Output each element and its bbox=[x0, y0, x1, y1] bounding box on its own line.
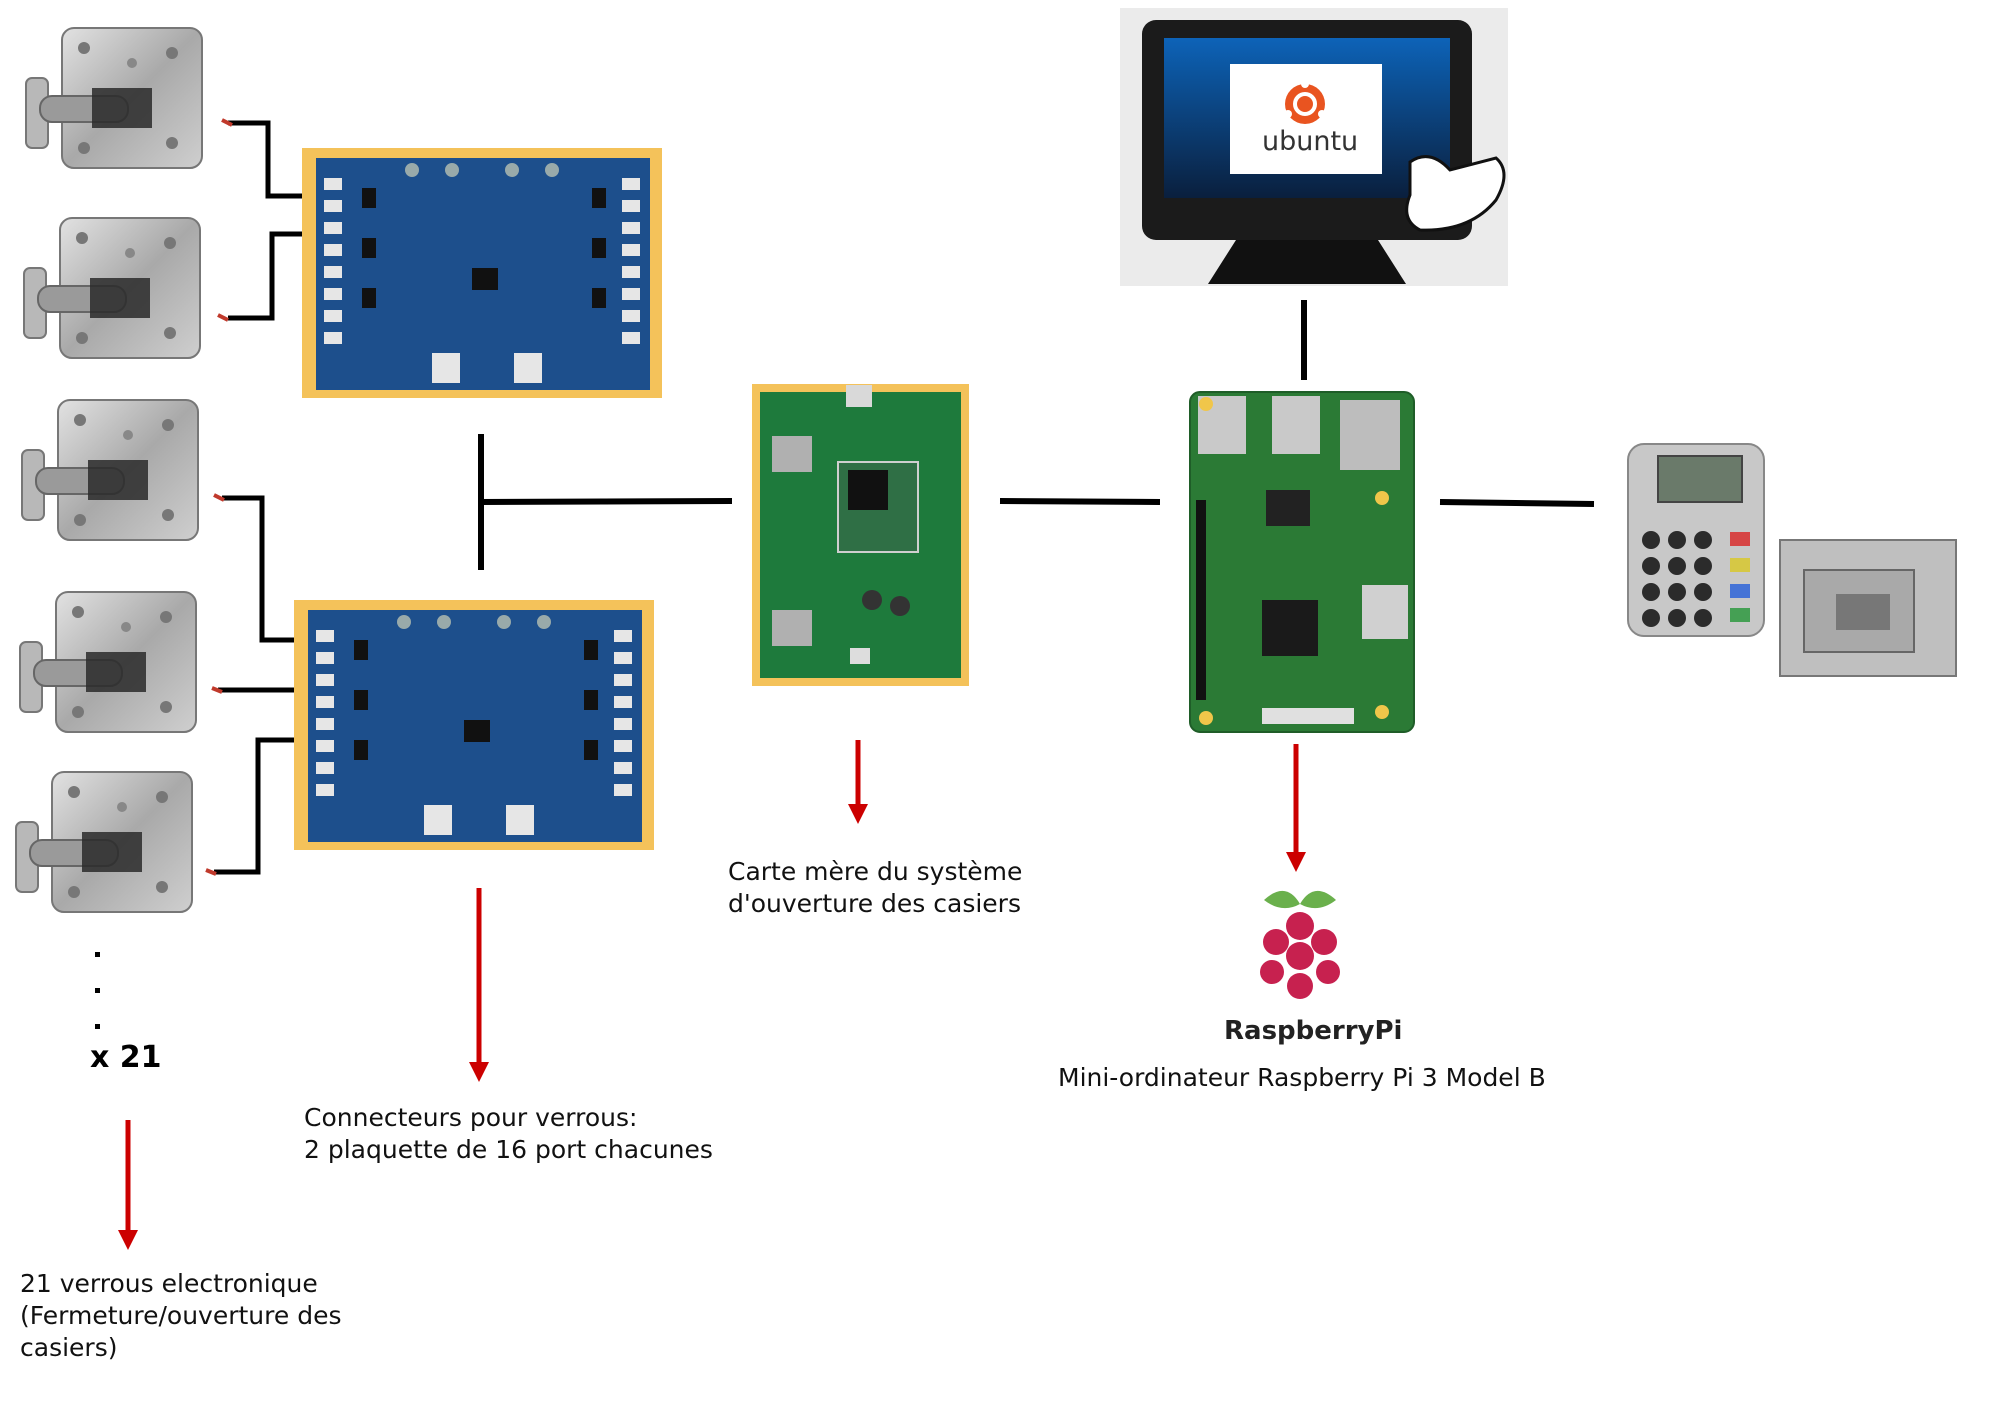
lock-icon-3 bbox=[21, 399, 199, 541]
lock-count-label: x 21 bbox=[90, 1040, 162, 1075]
raspberry-caption: Mini-ordinateur Raspberry Pi 3 Model B bbox=[1058, 1063, 1546, 1092]
raspberry-pi-logo-icon bbox=[1260, 890, 1340, 999]
raspberry-pi-board-icon bbox=[1189, 391, 1415, 733]
screen-os-name: ubuntu bbox=[1262, 126, 1359, 157]
bus-connector bbox=[478, 434, 733, 570]
connectors-caption: Connecteurs pour verrous: 2 plaquette de… bbox=[304, 1103, 713, 1164]
pi-terminal-link bbox=[1439, 499, 1595, 507]
lock-wires bbox=[214, 120, 320, 875]
relay-board-icon-top bbox=[302, 148, 662, 398]
controller-pi-link bbox=[999, 498, 1161, 505]
lock-icon-2 bbox=[23, 217, 201, 359]
lock-icon-1 bbox=[25, 27, 203, 169]
lock-icon-5 bbox=[15, 771, 193, 913]
touchscreen-monitor-icon bbox=[1120, 8, 1508, 286]
locks-caption: 21 verrous electronique (Fermeture/ouver… bbox=[20, 1269, 342, 1362]
raspberry-pi-logo-text: RaspberryPi bbox=[1224, 1016, 1403, 1046]
relay-board-icon-bottom bbox=[294, 600, 654, 850]
payment-terminal-icon bbox=[1627, 443, 1957, 677]
red-arrows bbox=[118, 740, 1306, 1250]
motherboard-caption: Carte mère du système d'ouverture des ca… bbox=[728, 857, 1023, 918]
lock-icon-4 bbox=[19, 591, 197, 733]
controller-board-icon bbox=[752, 384, 969, 686]
